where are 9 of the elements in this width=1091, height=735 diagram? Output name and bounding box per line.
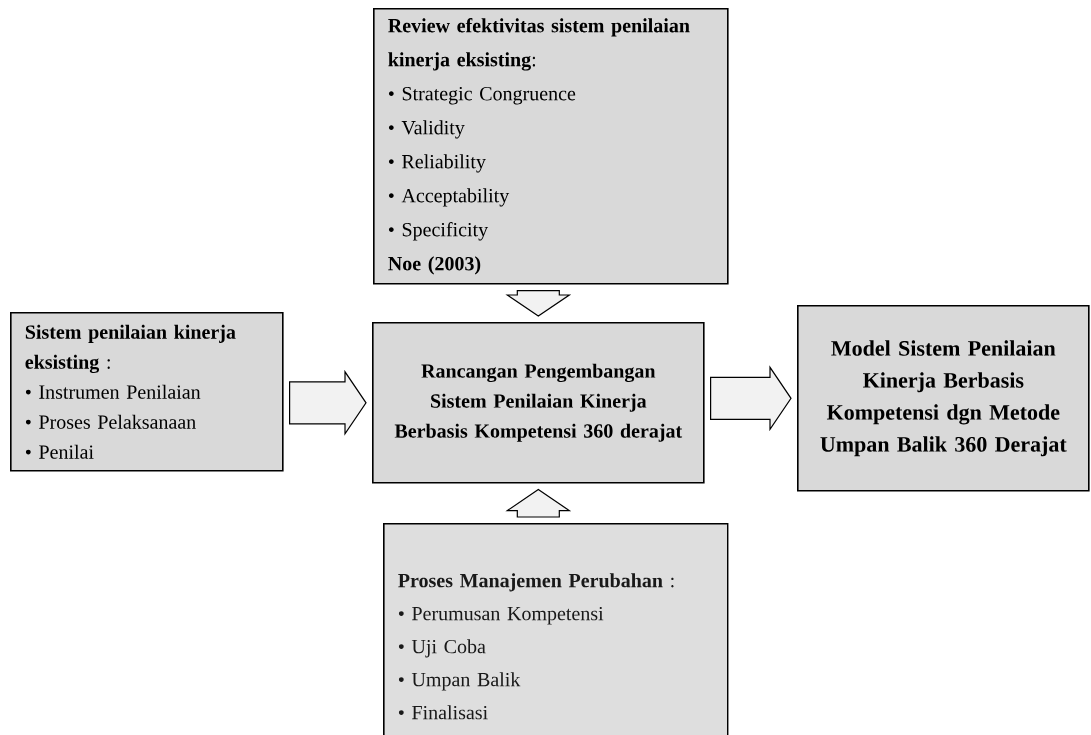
block-arrow <box>710 365 792 432</box>
block-arrow <box>505 290 572 317</box>
block-arrow <box>289 369 367 436</box>
block-arrow <box>505 488 572 518</box>
process-box: Review efektivitas sistem penilaian kinerja eksisting: • Strategic Congruence • Validity • Reliability • Acceptability • Specificity Noe (2003) <box>373 8 729 285</box>
process-box: Rancangan Pengembangan Sistem Penilaian Kinerja Berbasis Kompetensi 360 derajat <box>372 322 705 484</box>
process-box: Sistem penilaian kinerja eksisting : • Instrumen Penilaian • Proses Pelaksanaan • Penilai <box>10 312 284 472</box>
process-box: Proses Manajemen Perubahan : • Perumusan Kompetensi • Uji Coba • Umpan Balik • Finalisasi <box>383 523 729 735</box>
process-box: Model Sistem Penilaian Kinerja Berbasis Kompetensi dgn Metode Umpan Balik 360 Derajat <box>797 305 1090 492</box>
